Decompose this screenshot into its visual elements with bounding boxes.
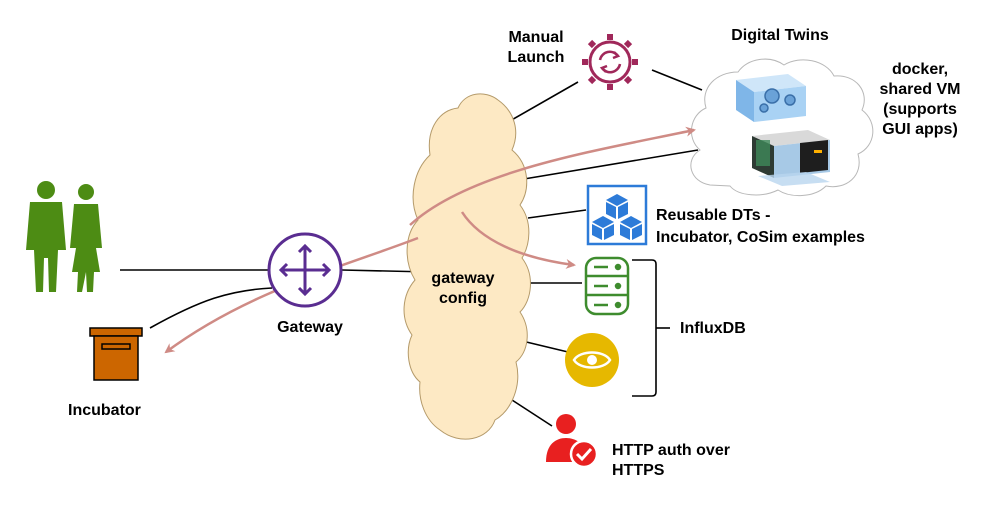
cloud-to-auth-line — [511, 399, 553, 427]
http-auth-label-line1: HTTP auth over — [612, 442, 730, 459]
cloud-to-reusable-line — [527, 209, 587, 219]
database-icon — [584, 256, 630, 316]
gateway-config-label-line2: config — [439, 290, 487, 307]
cloud-to-twins-line — [517, 149, 699, 181]
docker-label-line4: GUI apps) — [882, 121, 958, 138]
gateway-router-icon — [267, 232, 343, 308]
incubator-to-gateway-line — [149, 287, 273, 329]
http-auth-label-line2: HTTPS — [612, 462, 665, 479]
reusable-label-line1: Reusable DTs - — [656, 207, 770, 224]
gateway-label: Gateway — [277, 319, 343, 336]
docker-label-line3: (supports — [883, 101, 957, 118]
flow-arrow-to-twins — [409, 126, 696, 226]
connection-lines — [120, 69, 703, 427]
manual-launch-label-line1: Manual — [508, 29, 563, 46]
influxdb-label: InfluxDB — [680, 320, 746, 337]
vm-server-icon — [752, 130, 830, 186]
reusable-label-line2: Incubator, CoSim examples — [656, 229, 865, 246]
flow-arrow-to-database — [460, 211, 576, 269]
digital-twins-label: Digital Twins — [731, 27, 829, 44]
eye-icon — [565, 333, 619, 387]
gateway-config-cloud: gateway config — [403, 93, 531, 440]
docker-cube-icon — [736, 74, 806, 122]
manual-launch-to-twins-line — [651, 69, 703, 91]
users-icon — [26, 181, 102, 292]
cloud-to-manual-launch-line — [507, 81, 579, 123]
incubator-label: Incubator — [68, 402, 141, 419]
user-check-icon — [546, 414, 599, 469]
influxdb-bracket — [632, 259, 657, 397]
digital-twins-cloud — [690, 58, 874, 196]
gear-refresh-icon — [582, 34, 638, 90]
docker-label-line1: docker, — [892, 61, 948, 78]
gateway-config-label-line1: gateway — [431, 270, 494, 287]
blocks-icon — [586, 184, 648, 246]
manual-launch-label-line2: Launch — [508, 49, 565, 66]
docker-label-line2: shared VM — [880, 81, 961, 98]
incubator-box-icon — [89, 327, 143, 381]
